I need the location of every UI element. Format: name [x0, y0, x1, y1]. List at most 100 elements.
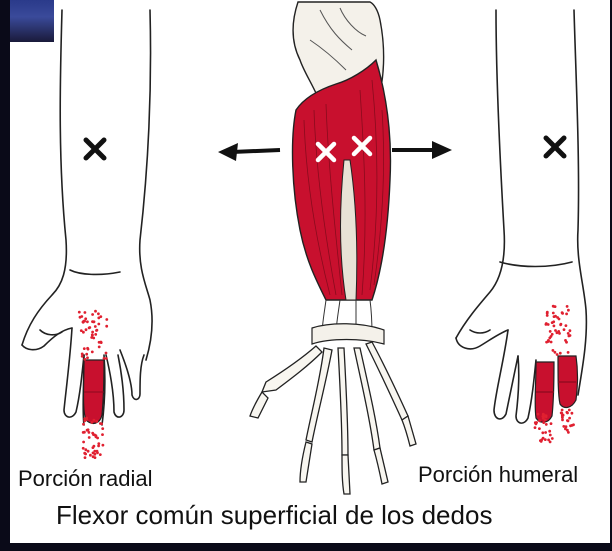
pain-dot	[85, 417, 88, 420]
pain-dot	[569, 329, 572, 332]
pain-dot	[546, 311, 549, 314]
pain-dot	[81, 355, 84, 358]
pain-dot	[556, 353, 559, 356]
pain-dot	[97, 442, 100, 445]
pain-dot	[548, 430, 551, 433]
pain-dot	[78, 311, 81, 314]
pain-dot	[100, 341, 103, 344]
pain-dot	[550, 341, 553, 344]
pain-dot	[83, 320, 86, 323]
pain-dot	[539, 439, 542, 442]
pain-dot	[560, 323, 563, 326]
pain-dot	[84, 448, 87, 451]
pain-dot	[87, 450, 90, 453]
pain-dot	[88, 327, 91, 330]
pain-dot	[551, 333, 554, 336]
pain-dot	[537, 413, 540, 416]
pain-dot	[101, 427, 104, 430]
pain-dot	[85, 353, 88, 356]
right-caption: Porción humeral	[418, 462, 578, 488]
pain-dot	[81, 353, 84, 356]
pain-dot	[561, 409, 564, 412]
left-finger-highlight	[84, 360, 105, 423]
pain-dot	[102, 444, 105, 447]
pain-dot	[94, 453, 97, 456]
pain-dot	[538, 427, 541, 430]
pain-dot	[84, 456, 87, 459]
pain-dot	[89, 454, 92, 457]
pain-dot	[552, 312, 555, 315]
pain-dot	[91, 333, 94, 336]
pain-dot	[105, 318, 108, 321]
pain-dot	[549, 434, 552, 437]
pain-dot	[565, 313, 568, 316]
pain-dot	[563, 328, 566, 331]
pain-dot	[82, 441, 85, 444]
pain-dot	[534, 426, 537, 429]
pain-dot	[546, 314, 549, 317]
pain-dot	[94, 333, 97, 336]
pain-dot	[94, 325, 97, 328]
pain-dot	[85, 328, 88, 331]
pain-dot	[568, 417, 571, 420]
pain-dot	[566, 419, 569, 422]
pain-dot	[545, 414, 548, 417]
pain-dot	[98, 346, 101, 349]
pain-dot	[93, 419, 96, 422]
pain-dot	[545, 423, 548, 426]
pain-dot	[553, 325, 556, 328]
pain-dot	[553, 315, 556, 318]
pain-dot	[94, 310, 97, 313]
pain-dot	[91, 421, 94, 424]
pain-dot	[561, 419, 564, 422]
pain-dot	[565, 324, 568, 327]
pain-dot	[99, 453, 102, 456]
pain-dot	[95, 420, 98, 423]
pain-dot	[554, 305, 557, 308]
pain-dot	[567, 309, 570, 312]
pain-dot	[559, 352, 562, 355]
x-mark-icon	[546, 138, 564, 156]
arrow-right-icon	[392, 141, 452, 159]
pain-dot	[94, 456, 97, 459]
pain-dot	[105, 325, 108, 328]
pain-dot	[547, 323, 550, 326]
pain-dot	[557, 330, 560, 333]
pain-dot	[91, 331, 94, 334]
pain-dot	[80, 329, 83, 332]
pain-dot	[571, 412, 574, 415]
pain-dot	[566, 411, 569, 414]
pain-dot	[93, 445, 96, 448]
left-caption: Porción radial	[18, 466, 153, 492]
pain-dot	[82, 423, 85, 426]
pain-dot	[86, 320, 89, 323]
pain-dot	[566, 305, 569, 308]
pain-dot	[91, 351, 94, 354]
pain-dot	[549, 441, 552, 444]
pain-dot	[86, 429, 89, 432]
arrow-left-icon	[218, 143, 280, 161]
pain-dot	[79, 316, 82, 319]
pain-dot	[566, 429, 569, 432]
pain-dot	[86, 356, 89, 359]
pain-dot	[544, 431, 547, 434]
pain-dot	[83, 347, 86, 350]
pain-dot	[83, 431, 86, 434]
pain-dot	[562, 425, 565, 428]
pain-dot	[547, 339, 550, 342]
pain-dot	[97, 323, 100, 326]
pain-dot	[568, 409, 571, 412]
pain-dot	[84, 311, 87, 314]
pain-dot	[569, 334, 572, 337]
pain-dot	[93, 434, 96, 437]
pain-dot	[549, 330, 552, 333]
pain-dot	[83, 358, 86, 361]
pain-dot	[103, 357, 106, 360]
pain-dot	[541, 431, 544, 434]
pain-dot	[561, 312, 564, 315]
center-forearm-anatomy	[250, 2, 416, 494]
pain-dot	[101, 433, 104, 436]
pain-dot	[105, 352, 108, 355]
pain-dot	[552, 320, 555, 323]
pain-dot	[534, 421, 537, 424]
